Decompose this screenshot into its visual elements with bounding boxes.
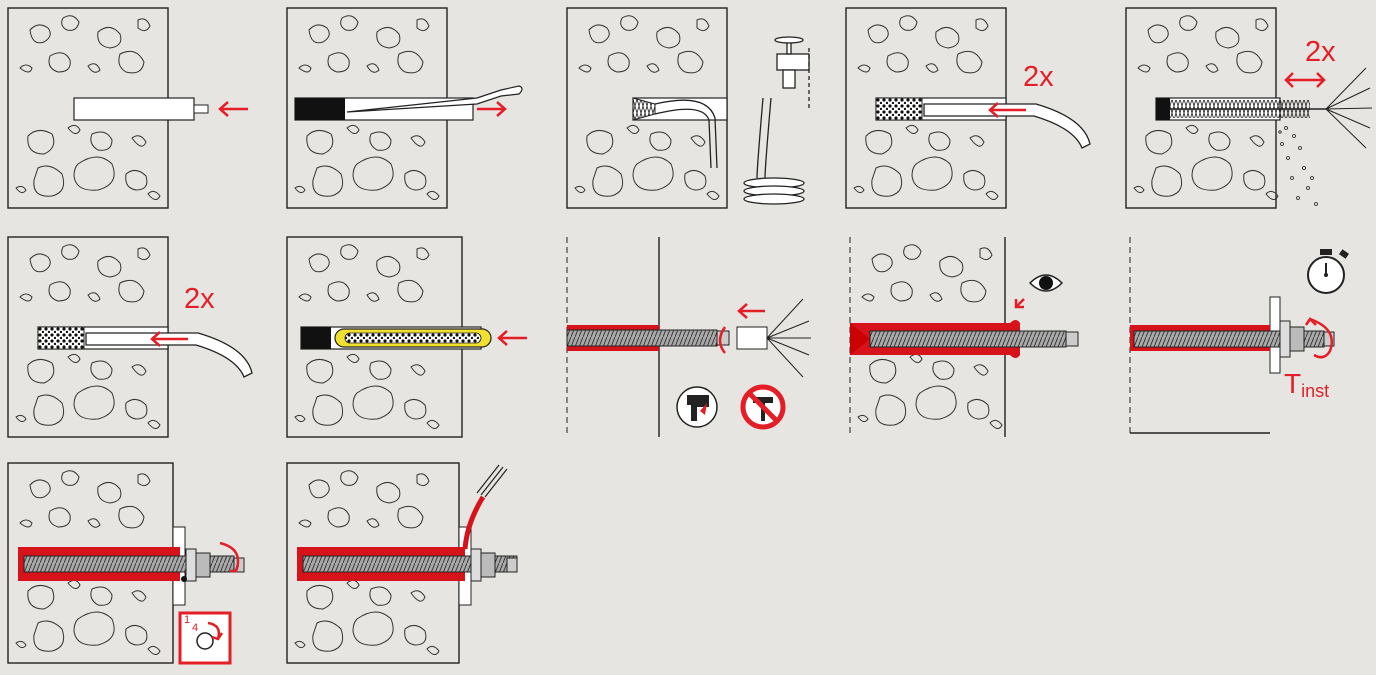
step-11-panel: 1 4: [8, 463, 258, 675]
step-9-diagram: [850, 237, 1100, 449]
step-11-diagram: [8, 463, 258, 675]
step-3-panel: [567, 8, 817, 220]
no-hammer-icon: [743, 387, 783, 427]
step-8-diagram: [567, 237, 817, 449]
arrow-icon: [1016, 299, 1024, 307]
step-7-panel: [287, 237, 537, 449]
step-10-panel: Tinst: [1130, 237, 1376, 449]
torque-label: Tinst: [1284, 370, 1329, 400]
torque-subscript: inst: [1301, 381, 1329, 401]
step-2-diagram: [287, 8, 537, 220]
repeat-label: 2x: [1023, 63, 1054, 92]
water-tap-icon: [775, 37, 809, 108]
step-1-diagram: [8, 8, 258, 220]
step-8-panel: [567, 237, 817, 449]
step-1-panel: [8, 8, 258, 220]
step-6-panel: 2x: [8, 237, 258, 449]
fraction-numerator: 1: [184, 615, 190, 626]
step-2-panel: [287, 8, 537, 220]
capsule-icon: [335, 329, 491, 347]
fraction-denominator: 4: [192, 623, 198, 634]
step-3-diagram: [567, 8, 817, 220]
stopwatch-icon: [1308, 249, 1349, 293]
double-arrow-icon: [1286, 73, 1324, 87]
step-4-panel: 2x: [846, 8, 1096, 220]
step-12-diagram: [287, 463, 537, 675]
arrow-left-icon: [220, 102, 248, 116]
step-7-diagram: [287, 237, 537, 449]
arrow-right-icon: [477, 102, 505, 116]
step-5-panel: 2x: [1126, 8, 1376, 220]
repeat-label: 2x: [184, 285, 215, 314]
rotary-drill-icon: [677, 387, 717, 427]
step-5-diagram: [1126, 8, 1376, 220]
arrow-left-icon: [499, 331, 527, 345]
torque-symbol: T: [1284, 368, 1301, 399]
step-9-panel: [850, 237, 1100, 449]
step-12-panel: [287, 463, 537, 675]
repeat-label: 2x: [1305, 38, 1336, 67]
dust-particles: [1279, 127, 1318, 206]
step-4-diagram: [846, 8, 1096, 220]
drill-bit-icon: [74, 98, 194, 120]
step-10-diagram: [1130, 237, 1376, 449]
step-6-diagram: [8, 237, 258, 449]
eye-icon: [1030, 275, 1062, 291]
